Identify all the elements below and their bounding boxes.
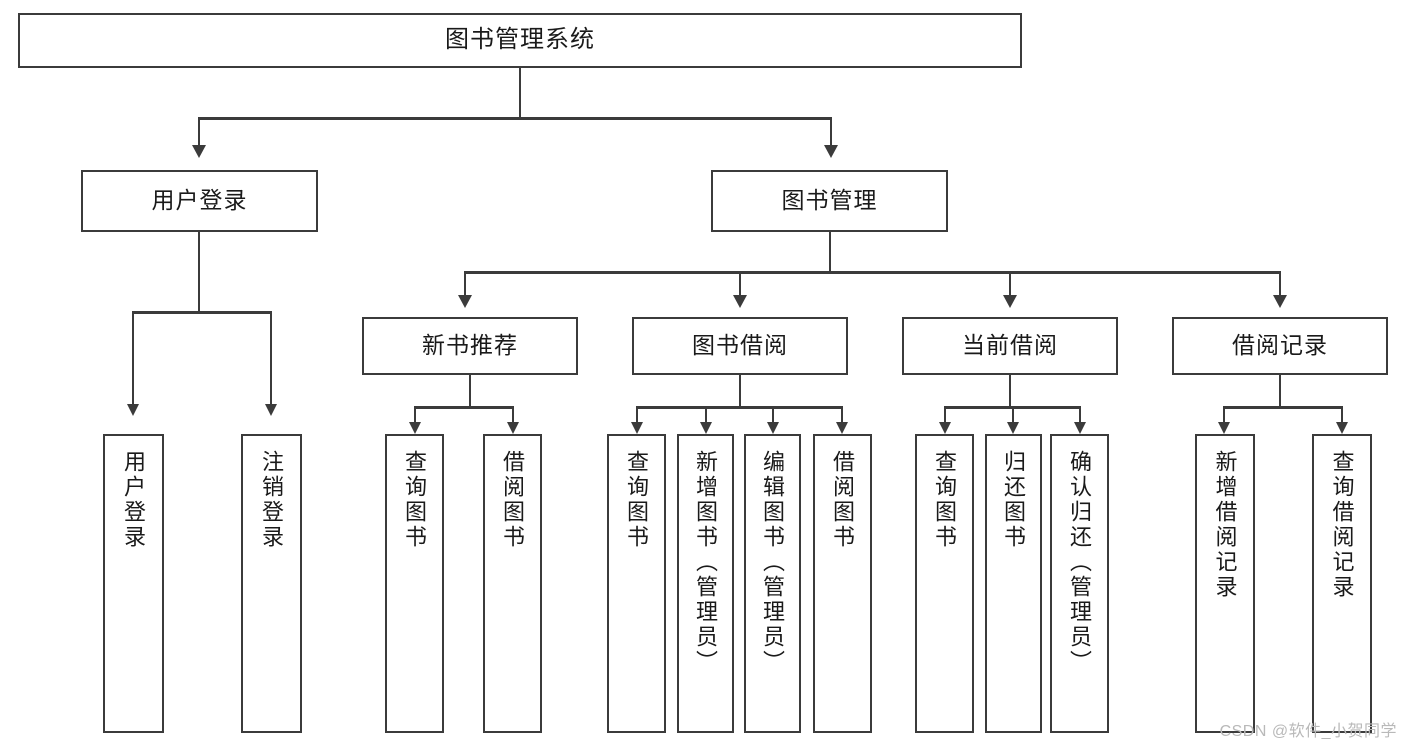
node-label: 新增借阅记录 xyxy=(1212,450,1238,600)
connector-user-login-bus xyxy=(132,311,271,314)
node-borrow-record[interactable]: 借阅记录 xyxy=(1172,317,1388,375)
node-label: 借阅记录 xyxy=(1232,332,1328,359)
node-label: 用户登录 xyxy=(121,450,147,550)
leaf-book-borrow-4[interactable]: 借阅图书 xyxy=(813,434,872,733)
node-new-book-recommend[interactable]: 新书推荐 xyxy=(362,317,578,375)
node-label: 查询图书 xyxy=(402,450,428,550)
connector-book-borrow-b4 xyxy=(841,406,843,424)
connector-current-borrow-b3 xyxy=(1079,406,1081,424)
connector-to-user-login xyxy=(198,117,200,147)
connector-to-borrow-book xyxy=(739,271,741,297)
connector-borrow-record-b1 xyxy=(1223,406,1225,424)
connector-book-borrow-bus xyxy=(636,406,843,409)
arrow-to-book-manage xyxy=(824,145,838,158)
node-label: 注销登录 xyxy=(259,450,285,550)
node-label: 当前借阅 xyxy=(962,332,1058,359)
node-book-borrow[interactable]: 图书借阅 xyxy=(632,317,848,375)
connector-user-login-b1 xyxy=(132,311,134,406)
arrow-book-borrow-b1 xyxy=(631,422,643,434)
connector-to-book-manage xyxy=(830,117,832,147)
arrow-user-login-b1 xyxy=(127,404,139,416)
connector-current-borrow-b2 xyxy=(1012,406,1014,424)
leaf-current-borrow-3[interactable]: 确认归还（管理员） xyxy=(1050,434,1109,733)
connector-to-new-book xyxy=(464,271,466,297)
arrow-to-borrow-record xyxy=(1273,295,1287,308)
connector-new-book-b2 xyxy=(512,406,514,424)
leaf-user-login-1[interactable]: 用户登录 xyxy=(103,434,164,733)
node-label: 归还图书 xyxy=(1001,450,1027,550)
arrow-to-new-book xyxy=(458,295,472,308)
connector-current-borrow-b1 xyxy=(944,406,946,424)
leaf-current-borrow-1[interactable]: 查询图书 xyxy=(915,434,974,733)
arrow-current-borrow-b3 xyxy=(1074,422,1086,434)
leaf-borrow-record-1[interactable]: 新增借阅记录 xyxy=(1195,434,1255,733)
arrow-current-borrow-b2 xyxy=(1007,422,1019,434)
node-root-system[interactable]: 图书管理系统 xyxy=(18,13,1022,68)
node-label: 确认归还（管理员） xyxy=(1067,450,1093,675)
node-label: 查询图书 xyxy=(624,450,650,550)
leaf-book-borrow-3[interactable]: 编辑图书（管理员） xyxy=(744,434,801,733)
node-label: 用户登录 xyxy=(151,187,248,214)
arrow-book-borrow-b2 xyxy=(700,422,712,434)
node-label: 新书推荐 xyxy=(422,332,518,359)
node-label: 图书管理 xyxy=(781,187,878,214)
node-label: 借阅图书 xyxy=(500,450,526,550)
connector-root-bus xyxy=(198,117,832,120)
leaf-new-book-2[interactable]: 借阅图书 xyxy=(483,434,542,733)
arrow-to-borrow-book xyxy=(733,295,747,308)
node-book-management[interactable]: 图书管理 xyxy=(711,170,948,232)
node-label: 编辑图书（管理员） xyxy=(760,450,786,675)
node-label: 查询借阅记录 xyxy=(1329,450,1355,600)
connector-to-current-borrow xyxy=(1009,271,1011,297)
connector-new-book-b1 xyxy=(414,406,416,424)
node-label: 图书管理系统 xyxy=(445,26,595,54)
connector-level3-bus xyxy=(464,271,1281,274)
connector-root-stem xyxy=(519,68,521,118)
leaf-borrow-record-2[interactable]: 查询借阅记录 xyxy=(1312,434,1372,733)
connector-book-borrow-b1 xyxy=(636,406,638,424)
leaf-user-login-2[interactable]: 注销登录 xyxy=(241,434,302,733)
node-user-login[interactable]: 用户登录 xyxy=(81,170,318,232)
connector-new-book-stem xyxy=(469,375,471,407)
arrow-book-borrow-b4 xyxy=(836,422,848,434)
arrow-to-current-borrow xyxy=(1003,295,1017,308)
leaf-book-borrow-1[interactable]: 查询图书 xyxy=(607,434,666,733)
connector-new-book-bus xyxy=(414,406,514,409)
connector-borrow-record-b2 xyxy=(1341,406,1343,424)
node-label: 图书借阅 xyxy=(692,332,788,359)
connector-to-borrow-record xyxy=(1279,271,1281,297)
arrow-to-user-login xyxy=(192,145,206,158)
leaf-new-book-1[interactable]: 查询图书 xyxy=(385,434,444,733)
leaf-book-borrow-2[interactable]: 新增图书（管理员） xyxy=(677,434,734,733)
connector-current-borrow-stem xyxy=(1009,375,1011,407)
arrow-user-login-b2 xyxy=(265,404,277,416)
arrow-book-borrow-b3 xyxy=(767,422,779,434)
connector-book-manage-stem xyxy=(829,232,831,272)
connector-book-borrow-b3 xyxy=(772,406,774,424)
leaf-current-borrow-2[interactable]: 归还图书 xyxy=(985,434,1042,733)
arrow-current-borrow-b1 xyxy=(939,422,951,434)
arrow-new-book-b2 xyxy=(507,422,519,434)
node-label: 新增图书（管理员） xyxy=(693,450,719,675)
connector-borrow-record-bus xyxy=(1223,406,1343,409)
node-current-borrow[interactable]: 当前借阅 xyxy=(902,317,1118,375)
connector-book-borrow-b2 xyxy=(705,406,707,424)
node-label: 借阅图书 xyxy=(830,450,856,550)
arrow-borrow-record-b2 xyxy=(1336,422,1348,434)
connector-book-borrow-stem xyxy=(739,375,741,407)
connector-user-login-b2 xyxy=(270,311,272,406)
arrow-new-book-b1 xyxy=(409,422,421,434)
connector-borrow-record-stem xyxy=(1279,375,1281,407)
arrow-borrow-record-b1 xyxy=(1218,422,1230,434)
connector-user-login-stem xyxy=(198,232,200,312)
node-label: 查询图书 xyxy=(932,450,958,550)
